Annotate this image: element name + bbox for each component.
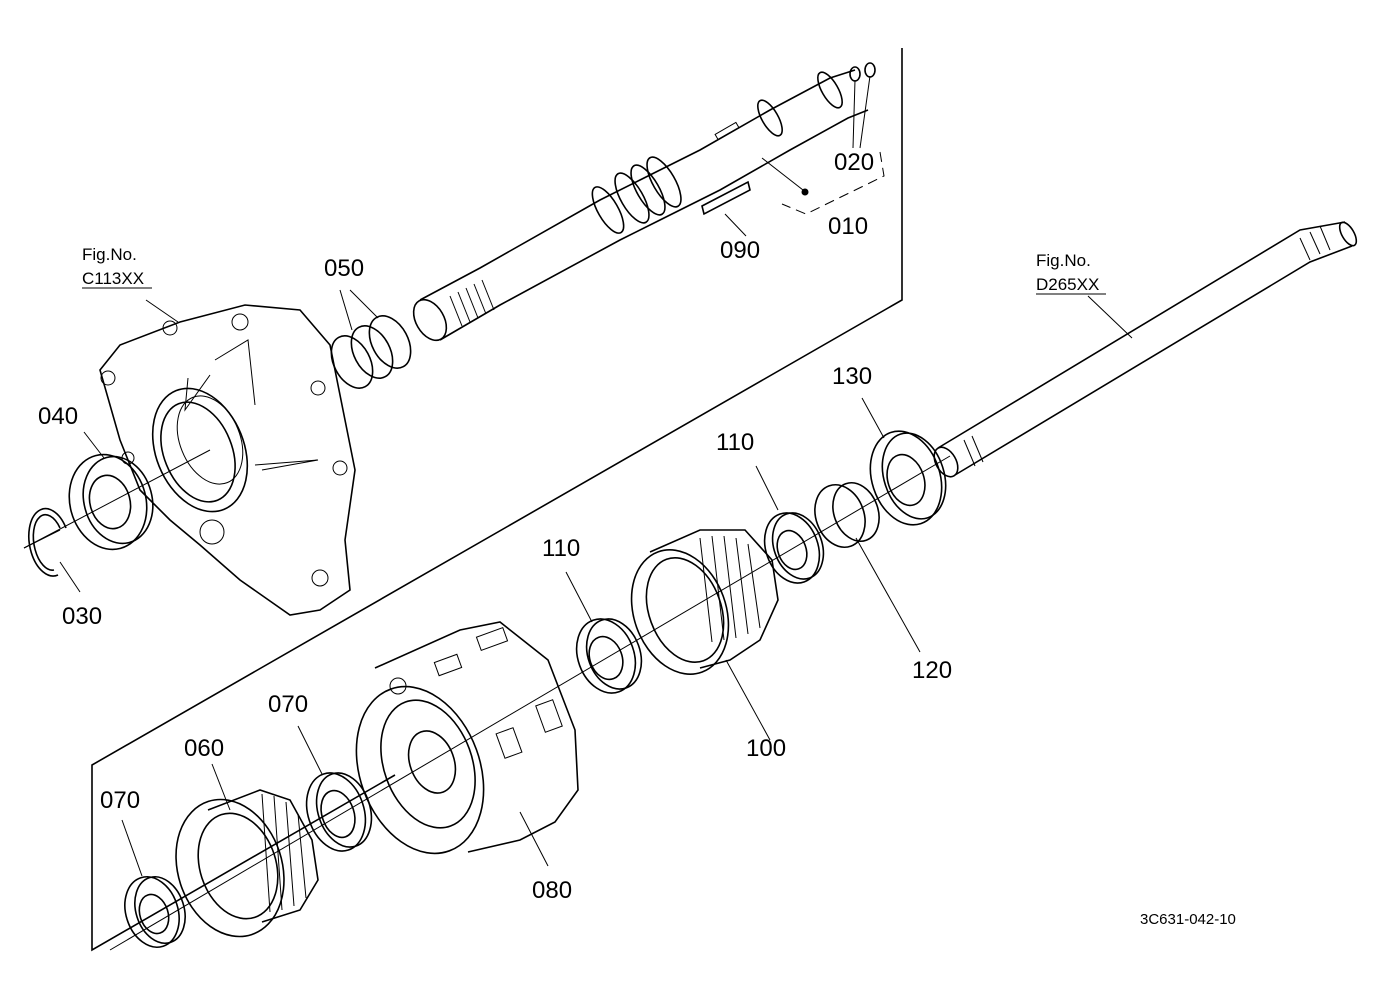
- panel-frame: [23, 48, 903, 952]
- part-label-030: 030: [62, 603, 102, 630]
- bearing-110-lower[interactable]: [565, 571, 651, 701]
- key-part[interactable]: [701, 180, 751, 237]
- part-label-130: 130: [832, 363, 872, 390]
- part-label-110-lower: 110: [542, 535, 580, 562]
- part-label-060: 060: [184, 735, 224, 762]
- fig-caption: Fig.No.: [82, 245, 137, 264]
- part-label-100: 100: [746, 735, 786, 762]
- part-label-080: 080: [532, 877, 572, 904]
- fig-ref-c113xx: Fig.No. C113XX: [82, 245, 152, 289]
- gear-drum-100[interactable]: [615, 529, 779, 741]
- fig-caption: Fig.No.: [1036, 251, 1091, 270]
- part-label-090: 090: [720, 237, 760, 264]
- part-label-110-upper: 110: [716, 429, 754, 456]
- part-label-120: 120: [912, 657, 952, 684]
- gear-060[interactable]: [159, 763, 319, 951]
- housing-case[interactable]: [99, 299, 356, 616]
- bearing-070-upper[interactable]: [297, 725, 380, 859]
- assembly-axis: [109, 455, 951, 951]
- collar-120[interactable]: [807, 476, 921, 653]
- fig-code: D265XX: [1036, 275, 1099, 294]
- part-label-050: 050: [324, 255, 364, 282]
- shaft-bracket: [781, 151, 885, 215]
- part-labels: 010 020 030 040 050 060 070 070 080 090 …: [38, 149, 952, 904]
- main-shaft[interactable]: [407, 69, 869, 346]
- fig-ref-d265xx: Fig.No. D265XX: [1036, 251, 1106, 295]
- part-label-070-upper: 070: [268, 691, 308, 718]
- part-label-010: 010: [828, 213, 868, 240]
- output-shaft[interactable]: [929, 220, 1359, 481]
- bearing-070-lower[interactable]: [116, 819, 193, 954]
- drawing-code: 3C631-042-10: [1140, 911, 1236, 928]
- seal-rings[interactable]: [323, 289, 419, 395]
- part-label-070-lower: 070: [100, 787, 140, 814]
- bearing-110-upper[interactable]: [755, 465, 832, 591]
- snap-ring-030[interactable]: [28, 507, 81, 593]
- fig-code: C113XX: [82, 269, 144, 288]
- part-label-040: 040: [38, 403, 78, 430]
- bearing-130[interactable]: [859, 397, 956, 534]
- bearing-040[interactable]: [59, 431, 162, 558]
- housing-axis: [23, 449, 211, 549]
- part-label-020: 020: [834, 149, 874, 176]
- plug-parts[interactable]: [849, 62, 876, 149]
